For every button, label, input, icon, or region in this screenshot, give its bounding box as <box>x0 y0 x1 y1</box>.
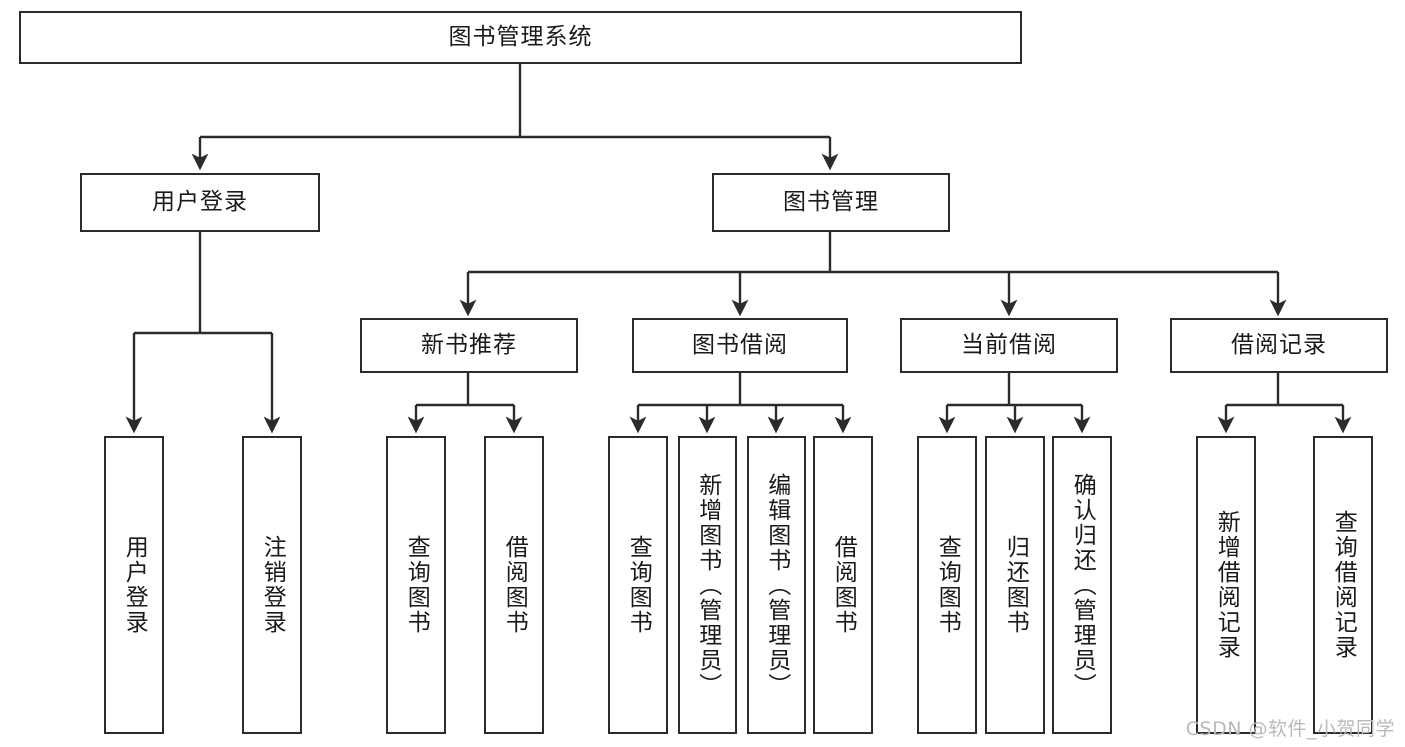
leaf-label: 借阅图书 <box>830 535 857 635</box>
leaf-query-books-new[interactable]: 查询图书 <box>386 436 446 734</box>
leaf-add-borrow-record[interactable]: 新增借阅记录 <box>1196 436 1256 734</box>
leaf-label: 查询图书 <box>934 535 961 635</box>
leaf-borrow-books[interactable]: 借阅图书 <box>813 436 873 734</box>
node-new-book-recommend[interactable]: 新书推荐 <box>360 318 578 373</box>
leaf-user-login[interactable]: 用户登录 <box>104 436 164 734</box>
leaf-logout[interactable]: 注销登录 <box>242 436 302 734</box>
leaf-label: 新增图书（管理员） <box>694 472 721 698</box>
leaf-query-borrow-record[interactable]: 查询借阅记录 <box>1313 436 1373 734</box>
node-current-borrow[interactable]: 当前借阅 <box>900 318 1118 373</box>
leaf-confirm-return-admin[interactable]: 确认归还（管理员） <box>1052 436 1112 734</box>
leaf-label: 注销登录 <box>259 535 286 635</box>
node-root-system[interactable]: 图书管理系统 <box>19 11 1022 64</box>
leaf-label: 归还图书 <box>1002 535 1029 635</box>
leaf-label: 确认归还（管理员） <box>1069 472 1096 698</box>
csdn-watermark: CSDN @软件_小贺同学 <box>1185 718 1395 740</box>
leaf-return-books[interactable]: 归还图书 <box>985 436 1045 734</box>
leaf-label: 查询图书 <box>625 535 652 635</box>
leaf-borrow-books-new[interactable]: 借阅图书 <box>484 436 544 734</box>
leaf-query-books-borrow[interactable]: 查询图书 <box>608 436 668 734</box>
node-user-login[interactable]: 用户登录 <box>80 173 320 232</box>
leaf-label: 查询图书 <box>403 535 430 635</box>
leaf-query-books-current[interactable]: 查询图书 <box>917 436 977 734</box>
leaf-edit-book-admin[interactable]: 编辑图书（管理员） <box>747 436 806 734</box>
node-book-management[interactable]: 图书管理 <box>712 173 950 232</box>
leaf-label: 查询借阅记录 <box>1330 510 1357 660</box>
leaf-label: 借阅图书 <box>501 535 528 635</box>
leaf-label: 编辑图书（管理员） <box>763 472 790 698</box>
leaf-label: 用户登录 <box>121 535 148 635</box>
node-borrow-record[interactable]: 借阅记录 <box>1170 318 1388 373</box>
node-book-borrow[interactable]: 图书借阅 <box>632 318 848 373</box>
leaf-add-book-admin[interactable]: 新增图书（管理员） <box>678 436 737 734</box>
leaf-label: 新增借阅记录 <box>1213 510 1240 660</box>
